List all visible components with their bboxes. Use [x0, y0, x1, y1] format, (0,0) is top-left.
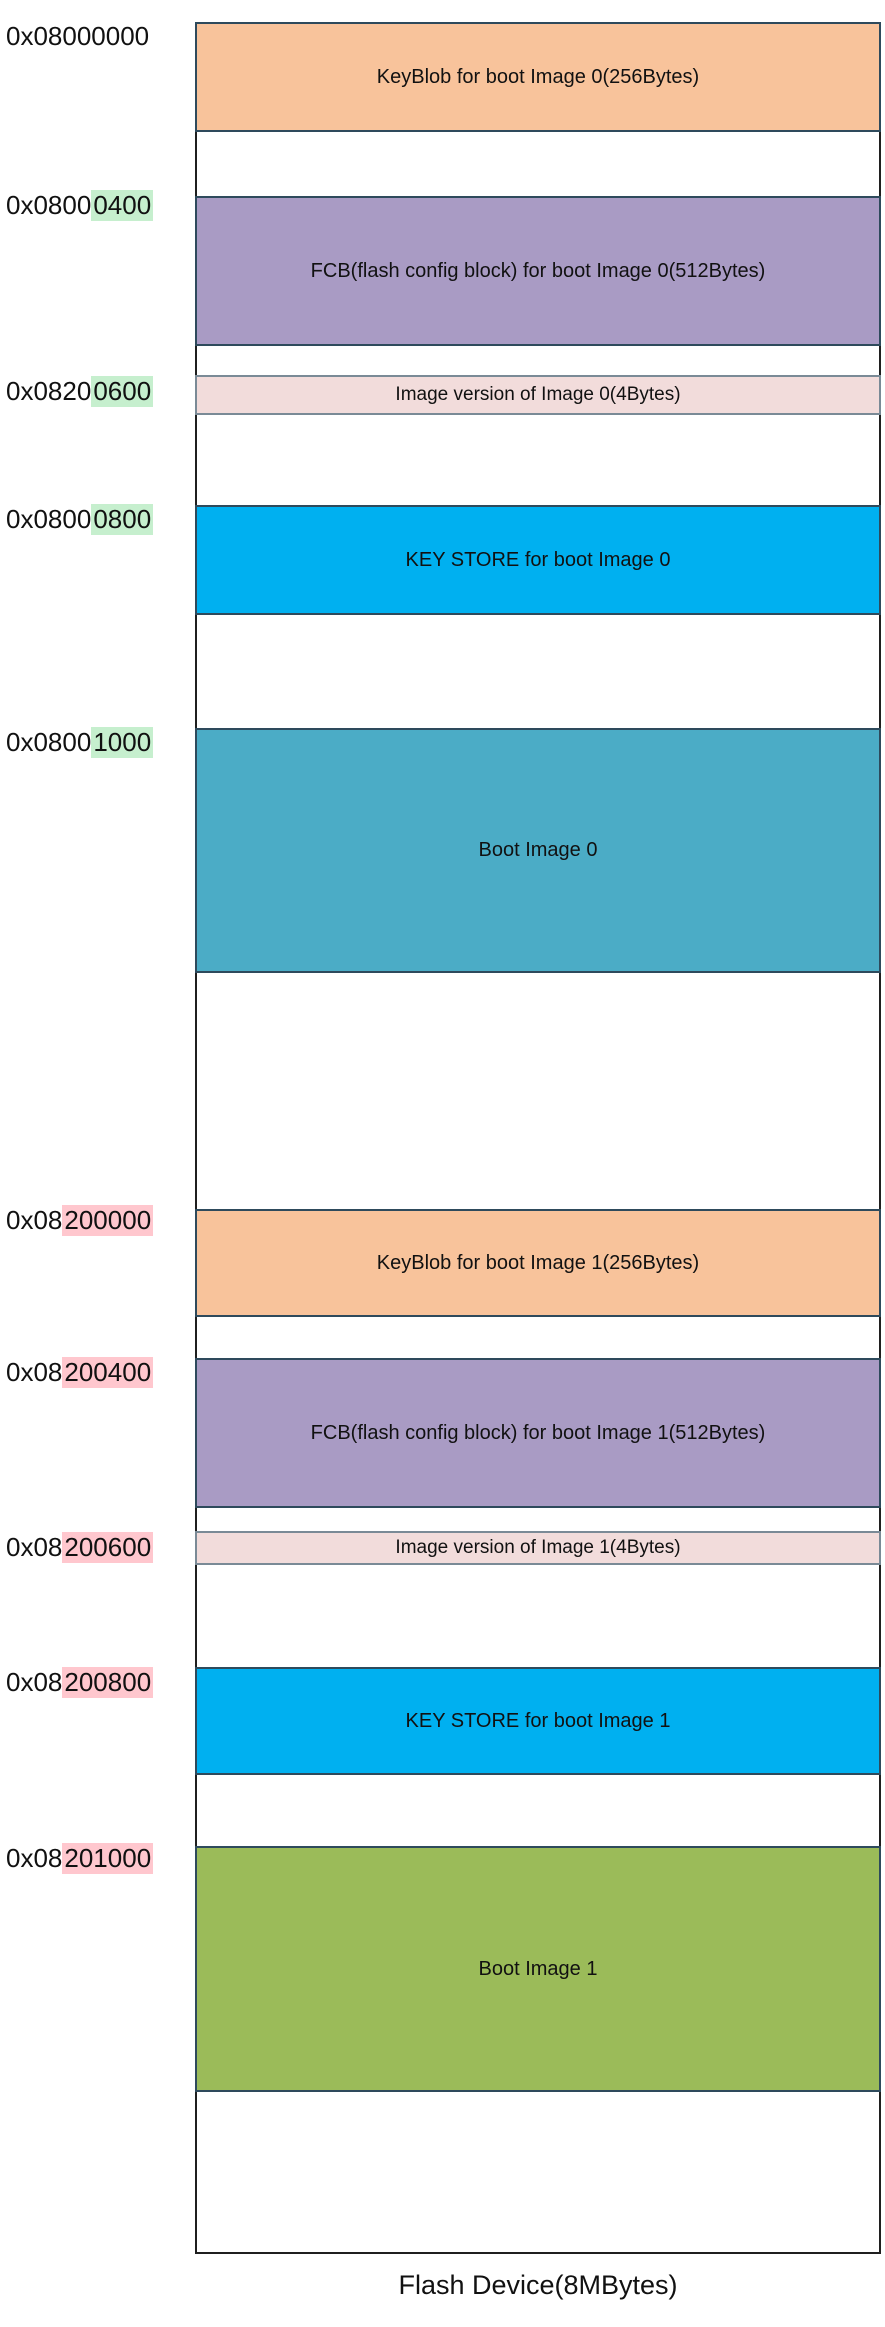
address-highlight: 0800 [91, 503, 154, 535]
region-keyblob-1: KeyBlob for boot Image 1(256Bytes) [195, 1209, 881, 1317]
region-label: KEY STORE for boot Image 1 [405, 1709, 671, 1732]
region-keystore-0: KEY STORE for boot Image 0 [195, 505, 881, 615]
address-prefix: 0x0820 [6, 375, 92, 406]
address-prefix: 0x08 [6, 1356, 63, 1387]
address-highlight: 200400 [62, 1356, 154, 1388]
address-highlight: 1000 [91, 726, 154, 758]
address-prefix: 0x08 [6, 1204, 63, 1235]
address-highlight: 200800 [62, 1666, 154, 1698]
address-prefix: 0x08 [6, 1842, 63, 1873]
region-label: Image version of Image 0(4Bytes) [395, 384, 681, 405]
region-label: FCB(flash config block) for boot Image 0… [310, 259, 766, 282]
region-fcb-1: FCB(flash config block) for boot Image 1… [195, 1358, 881, 1508]
region-boot-image-1: Boot Image 1 [195, 1846, 881, 2092]
address-highlight: 0400 [91, 189, 154, 221]
region-label: Boot Image 0 [478, 839, 598, 861]
region-label: KeyBlob for boot Image 0(256Bytes) [376, 65, 700, 88]
region-label: Boot Image 1 [478, 1957, 598, 1980]
address-highlight: 201000 [62, 1842, 154, 1874]
region-label: Image version of Image 1(4Bytes) [395, 1537, 681, 1558]
address-prefix: 0x0800 [6, 726, 92, 757]
region-label: KeyBlob for boot Image 1(256Bytes) [376, 1251, 700, 1274]
region-keyblob-0: KeyBlob for boot Image 0(256Bytes) [195, 22, 881, 132]
region-version-0: Image version of Image 0(4Bytes) [195, 375, 881, 415]
region-fcb-0: FCB(flash config block) for boot Image 0… [195, 196, 881, 346]
address-highlight: 200600 [62, 1531, 154, 1563]
region-label: FCB(flash config block) for boot Image 1… [310, 1421, 766, 1444]
region-keystore-1: KEY STORE for boot Image 1 [195, 1667, 881, 1775]
address-highlight: 0600 [91, 375, 154, 407]
region-version-1: Image version of Image 1(4Bytes) [195, 1531, 881, 1565]
flash-device-caption: Flash Device(8MBytes) [398, 2270, 678, 2300]
address-highlight: 200000 [62, 1204, 154, 1236]
address-prefix: 0x08 [6, 1666, 63, 1697]
address-label: 0x08000000 [6, 14, 149, 58]
address-prefix: 0x08000000 [6, 20, 150, 51]
address-prefix: 0x08 [6, 1531, 63, 1562]
region-boot-image-0: Boot Image 0 [195, 728, 881, 973]
address-prefix: 0x0800 [6, 503, 92, 534]
address-prefix: 0x0800 [6, 189, 92, 220]
region-label: KEY STORE for boot Image 0 [405, 548, 671, 571]
